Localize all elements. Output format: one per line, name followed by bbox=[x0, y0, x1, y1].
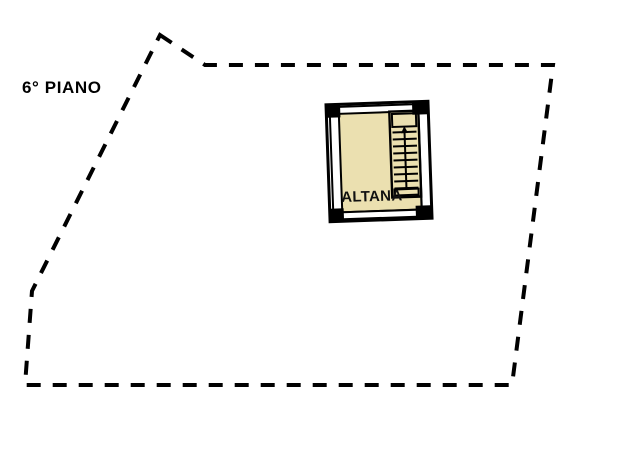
staircase-direction-arrow bbox=[401, 126, 409, 190]
pillar-bottom-right bbox=[415, 205, 431, 218]
altana-structure bbox=[324, 99, 434, 224]
staircase bbox=[388, 109, 423, 199]
floor-label: 6° PIANO bbox=[22, 78, 102, 97]
staircase-landing-top bbox=[390, 112, 418, 129]
walkway-bottom bbox=[340, 208, 422, 221]
altana-label: ALTANA bbox=[341, 187, 403, 206]
corner-pillars bbox=[327, 102, 431, 221]
pillar-top-left bbox=[327, 105, 341, 118]
boundary-outline bbox=[22, 32, 556, 387]
staircase-landing-bottom bbox=[393, 187, 420, 197]
pillar-bottom-left bbox=[330, 208, 345, 221]
boundary-dashed-polygon bbox=[22, 32, 556, 387]
pillar-top-right bbox=[411, 102, 428, 115]
